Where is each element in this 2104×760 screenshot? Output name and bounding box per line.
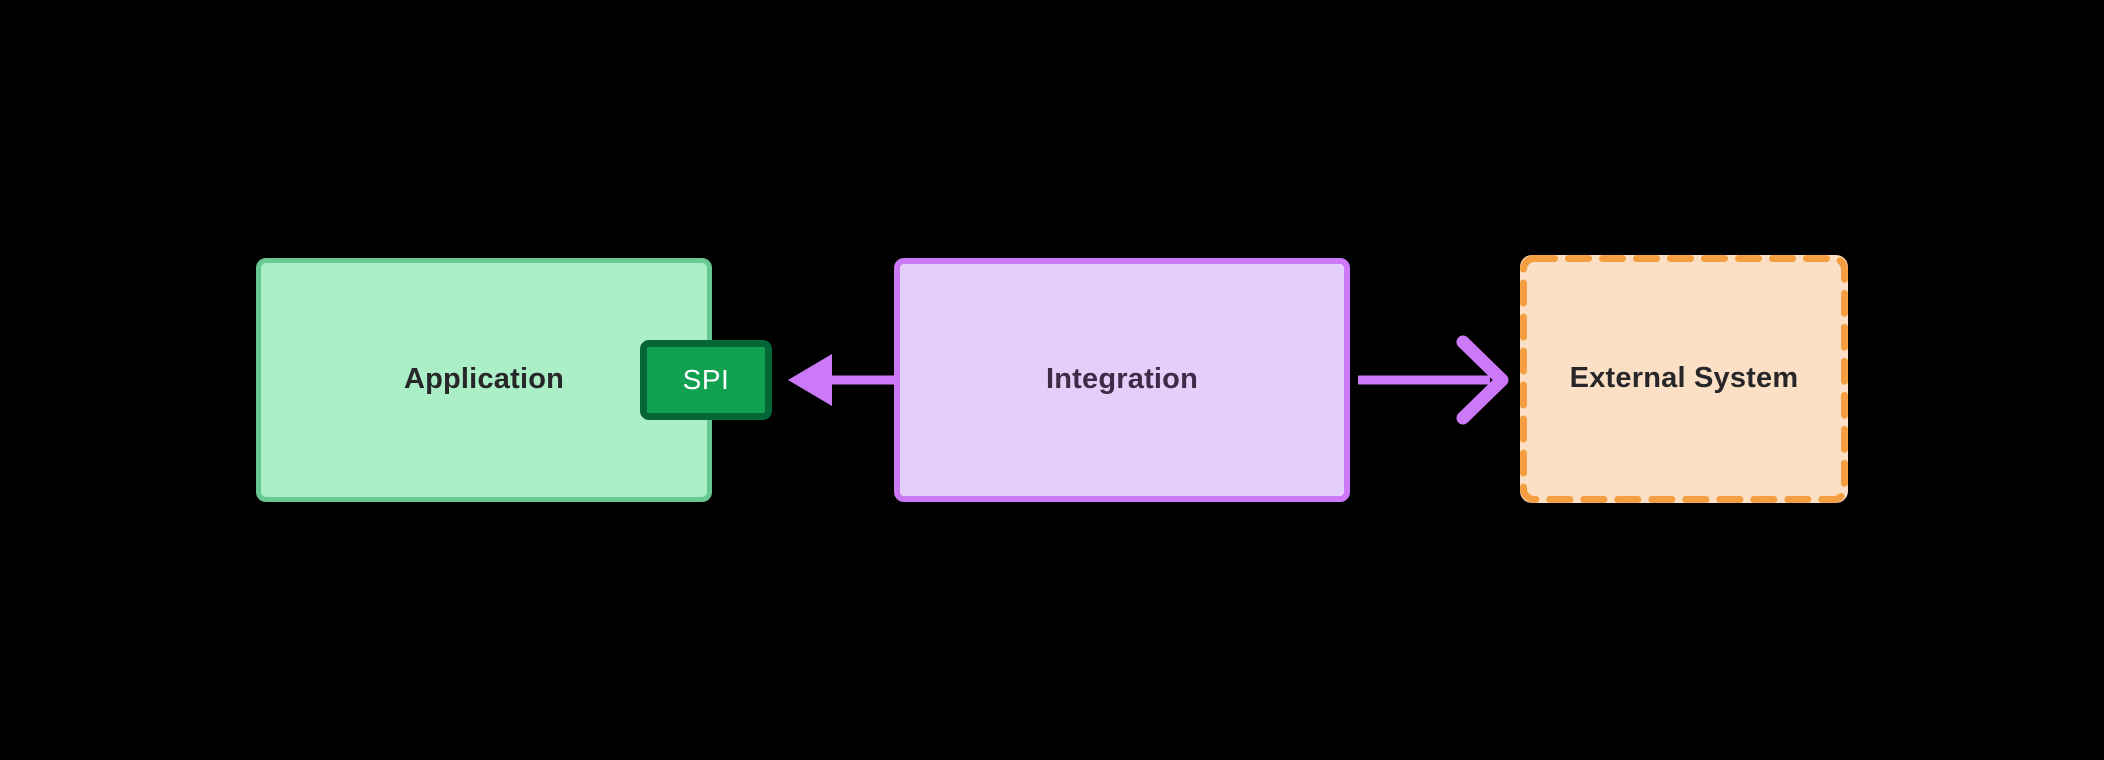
connector-integration-to-application[interactable]: [780, 330, 900, 430]
node-external-system[interactable]: External System: [1520, 255, 1848, 503]
arrowhead-open-chevron-right: [1456, 335, 1509, 425]
node-integration-label: Integration: [1045, 363, 1199, 396]
node-integration[interactable]: Integration: [894, 258, 1350, 502]
connector-integration-to-external[interactable]: [1350, 320, 1530, 440]
node-application-label: Application: [403, 363, 565, 396]
badge-spi[interactable]: SPI: [640, 340, 772, 420]
node-application[interactable]: Application: [256, 258, 712, 502]
badge-spi-label: SPI: [682, 364, 730, 395]
node-external-system-label: External System: [1569, 362, 1799, 395]
arrowhead-filled-triangle-left: [788, 354, 832, 406]
